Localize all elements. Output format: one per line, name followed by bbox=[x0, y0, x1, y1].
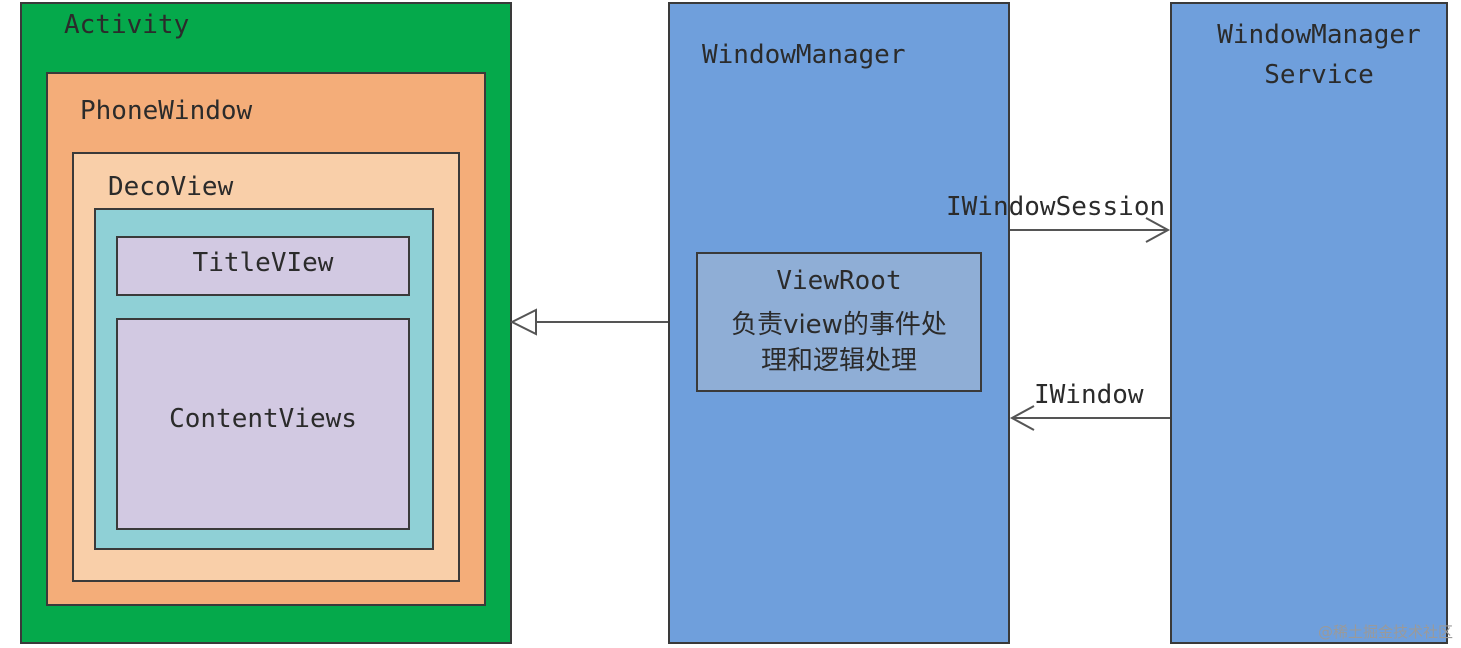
content-views-label: ContentViews bbox=[169, 404, 357, 434]
title-view-box bbox=[116, 236, 410, 296]
content-views-box bbox=[116, 318, 410, 530]
view-root-desc-line1: 负责view的事件处 bbox=[731, 310, 947, 340]
title-view-label: TitleVIew bbox=[192, 248, 334, 278]
view-root-desc-line2: 理和逻辑处理 bbox=[760, 346, 917, 376]
window-manager-service-label-line2: Service bbox=[1264, 60, 1374, 90]
deco-view-label: DecoView bbox=[108, 172, 234, 202]
window-manager-service-box bbox=[1170, 2, 1448, 644]
iwindow-arrow bbox=[1009, 405, 1170, 431]
view-root-box bbox=[696, 252, 982, 392]
iwindow-label: IWindow bbox=[1034, 380, 1144, 410]
watermark: @稀土掘金技术社区 bbox=[1317, 623, 1453, 641]
window-manager-service-label-line1: WindowManager bbox=[1217, 20, 1421, 50]
iwindowsession-arrow bbox=[1010, 217, 1171, 243]
activity-label: Activity bbox=[64, 10, 190, 40]
inheritance-arrow bbox=[509, 308, 668, 336]
window-manager-label: WindowManager bbox=[702, 40, 906, 70]
view-root-title: ViewRoot bbox=[776, 266, 902, 296]
iwindowsession-label: IWindowSession bbox=[946, 192, 1166, 222]
phone-window-label: PhoneWindow bbox=[80, 96, 253, 126]
